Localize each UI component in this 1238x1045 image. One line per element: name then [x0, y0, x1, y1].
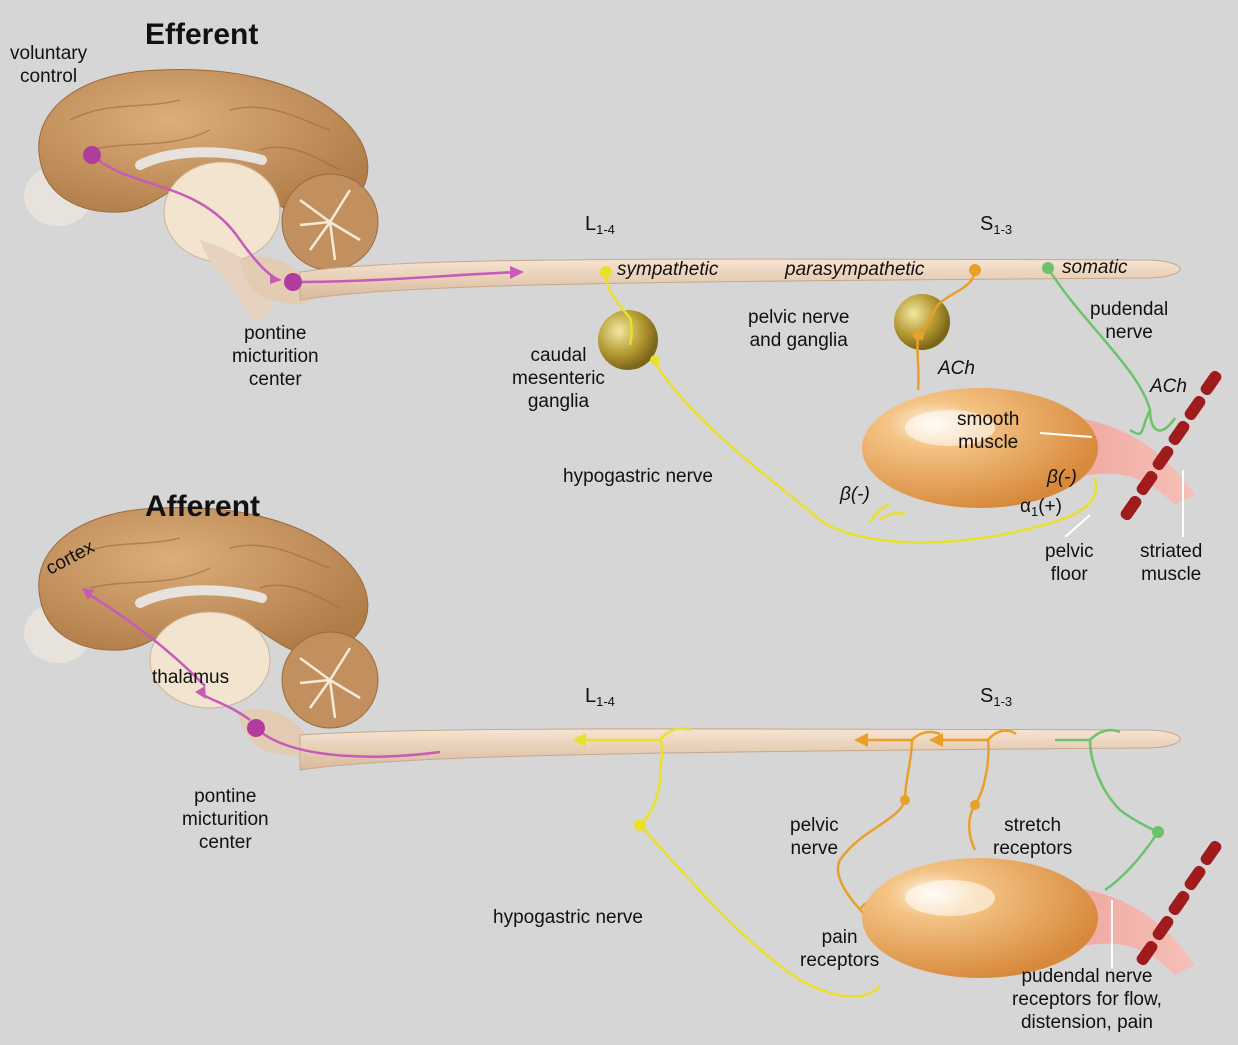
- pmc-neuron-dot: [284, 273, 302, 291]
- afferent-heading: Afferent: [145, 490, 260, 524]
- ganglion-caudal-icon: [598, 310, 658, 370]
- s-level-label-afferent: S1-3: [980, 685, 1012, 713]
- sympathetic-label: sympathetic: [617, 258, 718, 281]
- spinal-cord-afferent: [300, 729, 1180, 770]
- ach-pudendal-label: ACh: [1150, 375, 1187, 398]
- hypogastric-nerve-label-efferent: hypogastric nerve: [563, 465, 713, 488]
- efferent-heading: Efferent: [145, 18, 258, 52]
- somatic-label: somatic: [1062, 256, 1127, 279]
- s-level-label-efferent: S1-3: [980, 213, 1012, 241]
- beta-left-label: β(-): [840, 483, 870, 506]
- hypogastric-nerve-label-afferent: hypogastric nerve: [493, 906, 643, 929]
- ach-pelvic-label: ACh: [938, 357, 975, 380]
- l-level-label-efferent: L1-4: [585, 213, 615, 241]
- beta-right-label: β(-): [1047, 466, 1077, 489]
- l-level-label-afferent: L1-4: [585, 685, 615, 713]
- alpha-label: α1(+): [1020, 495, 1062, 523]
- parasympathetic-label: parasympathetic: [785, 258, 924, 281]
- thalamus-shape: [164, 162, 280, 262]
- voluntary-neuron-dot: [83, 146, 101, 164]
- thalamus-label: thalamus: [152, 666, 229, 689]
